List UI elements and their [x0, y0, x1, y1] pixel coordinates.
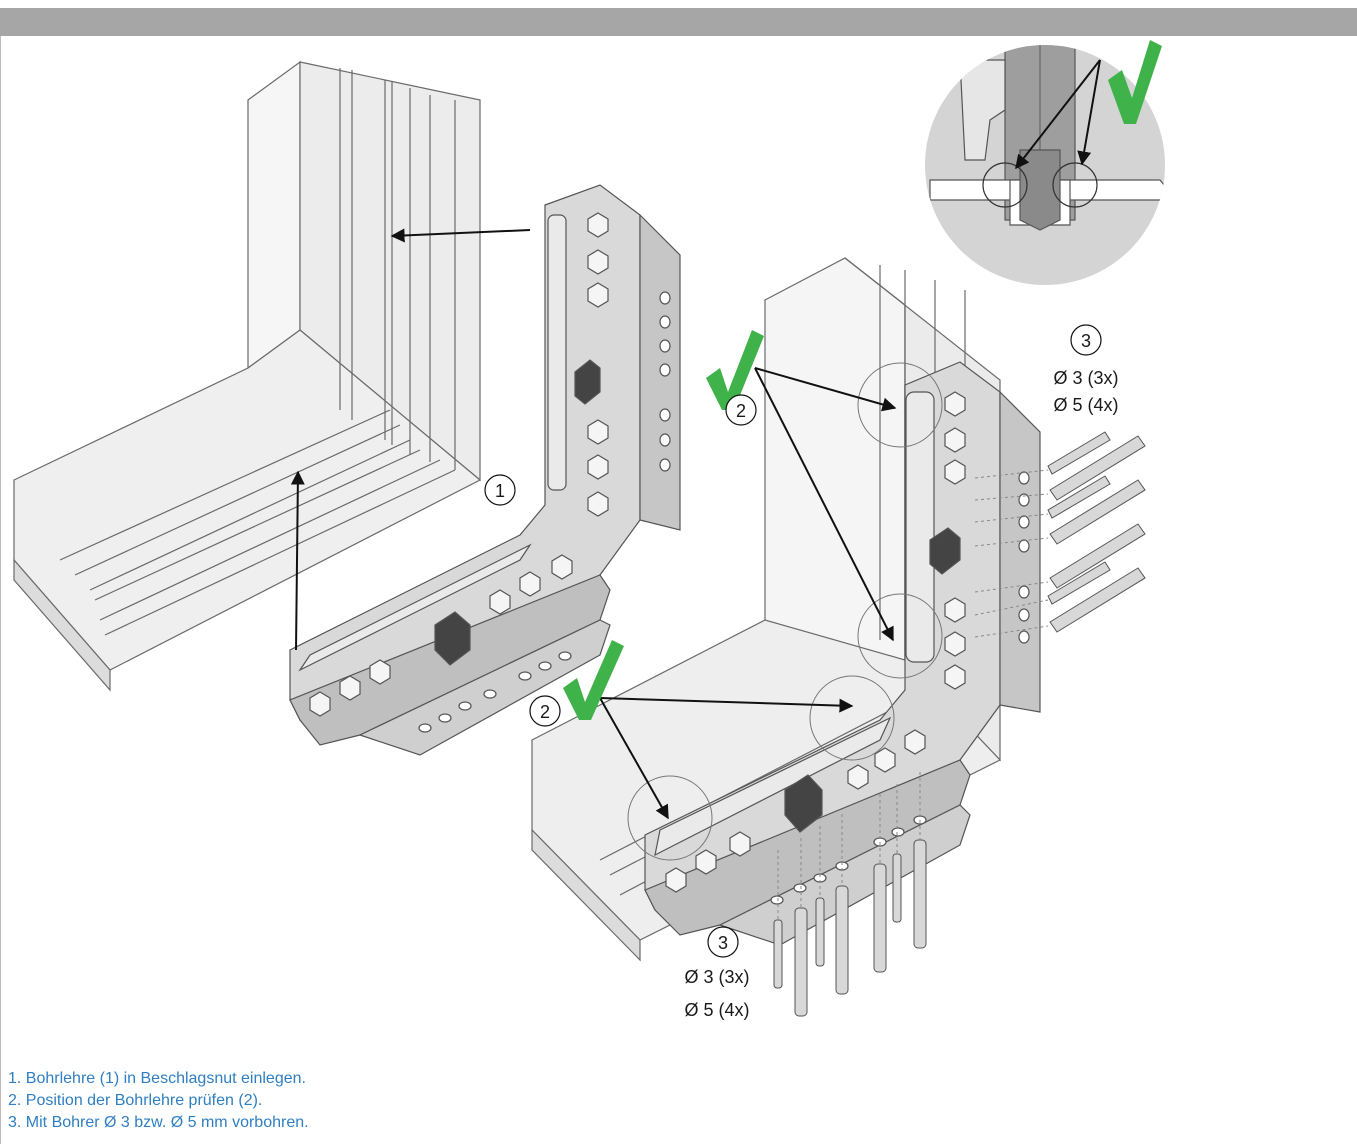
assembly-illustration: 1 2 2 3 3 Ø 3 (3x) Ø 5 (4x) Ø 3 (3x) Ø 5…	[13, 40, 1165, 1020]
window-frame-left	[13, 60, 482, 692]
callout-2-lower-label: 2	[540, 702, 550, 722]
check-arrows-right	[599, 367, 897, 820]
drill-spec-bottom-line2: Ø 5 (4x)	[684, 1000, 749, 1020]
callout-2-lower: 2	[529, 695, 561, 727]
instruction-step-3: 3. Mit Bohrer Ø 3 bzw. Ø 5 mm vorbohren.	[8, 1114, 309, 1131]
check-icon	[563, 40, 1162, 720]
drill-bits-right	[974, 431, 1146, 638]
callout-1: 1	[484, 474, 516, 506]
drill-spec-right-line2: Ø 5 (4x)	[1053, 395, 1118, 415]
instruction-step-1: 1. Bohrlehre (1) in Beschlagsnut einlege…	[8, 1070, 306, 1087]
callout-1-label: 1	[495, 481, 505, 501]
drill-spec-bottom-line1: Ø 3 (3x)	[684, 967, 749, 987]
drill-spec-right-line1: Ø 3 (3x)	[1053, 368, 1118, 388]
drilling-jig-left	[289, 184, 681, 756]
callout-3-right-label: 3	[1081, 331, 1091, 351]
callout-2-upper: 2	[725, 394, 757, 426]
detail-magnifier	[925, 45, 1165, 285]
callout-2-upper-label: 2	[736, 401, 746, 421]
placement-arrows-left	[290, 228, 531, 651]
inspection-circles	[627, 362, 943, 861]
drill-bits-bottom	[773, 772, 927, 1017]
instruction-list: 1. Bohrlehre (1) in Beschlagsnut einlege…	[8, 1068, 309, 1134]
instruction-step-2: 2. Position der Bohrlehre prüfen (2).	[8, 1092, 263, 1109]
callout-3-bottom: 3	[707, 926, 739, 958]
callout-3-right: 3	[1070, 324, 1102, 356]
header-bar	[0, 8, 1357, 36]
callout-3-bottom-label: 3	[718, 933, 728, 953]
page-border	[0, 36, 1, 1144]
